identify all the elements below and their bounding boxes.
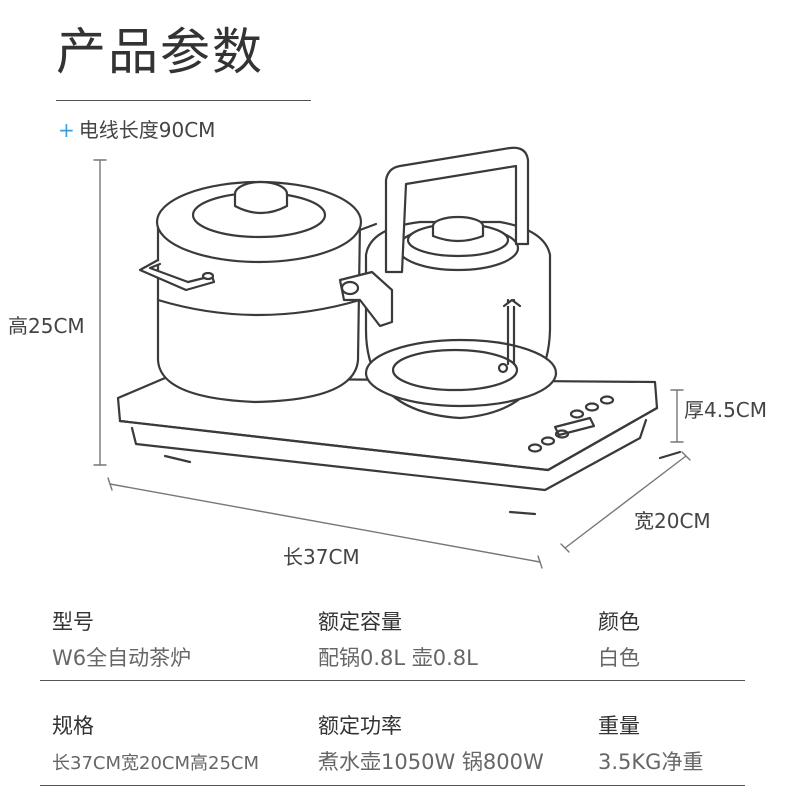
- bottom-divider: [40, 785, 745, 786]
- cord-length-text: 电线长度90CM: [78, 118, 216, 142]
- cord-length-label: +电线长度90CM: [58, 114, 215, 143]
- kettle-drawing: [338, 146, 558, 420]
- table-divider: [40, 680, 745, 681]
- spec-value-color: 白色: [598, 646, 640, 670]
- spec-value-model: W6全自动茶炉: [52, 646, 192, 670]
- pot-drawing: [138, 180, 378, 404]
- depth-label: 厚4.5CM: [684, 398, 768, 422]
- spec-label-power: 额定功率: [318, 714, 402, 738]
- spec-label-model: 型号: [52, 610, 94, 634]
- dimension-lines: [93, 159, 691, 569]
- spec-value-power: 煮水壶1050W 锅800W: [318, 750, 544, 774]
- length-label: 长37CM: [283, 545, 360, 569]
- width-label: 宽20CM: [634, 509, 711, 533]
- spec-value-capacity: 配锅0.8L 壶0.8L: [318, 646, 478, 670]
- height-label: 高25CM: [8, 314, 85, 338]
- page-title: 产品参数: [56, 23, 264, 81]
- title-divider: [56, 100, 311, 101]
- spec-value-weight: 3.5KG净重: [598, 750, 704, 774]
- spec-label-size: 规格: [52, 714, 94, 738]
- plus-icon: +: [58, 118, 75, 142]
- spec-label-weight: 重量: [598, 714, 640, 738]
- spec-label-capacity: 额定容量: [318, 610, 402, 634]
- spec-label-color: 颜色: [598, 610, 640, 634]
- spec-value-size: 长37CM宽20CM高25CM: [52, 753, 260, 774]
